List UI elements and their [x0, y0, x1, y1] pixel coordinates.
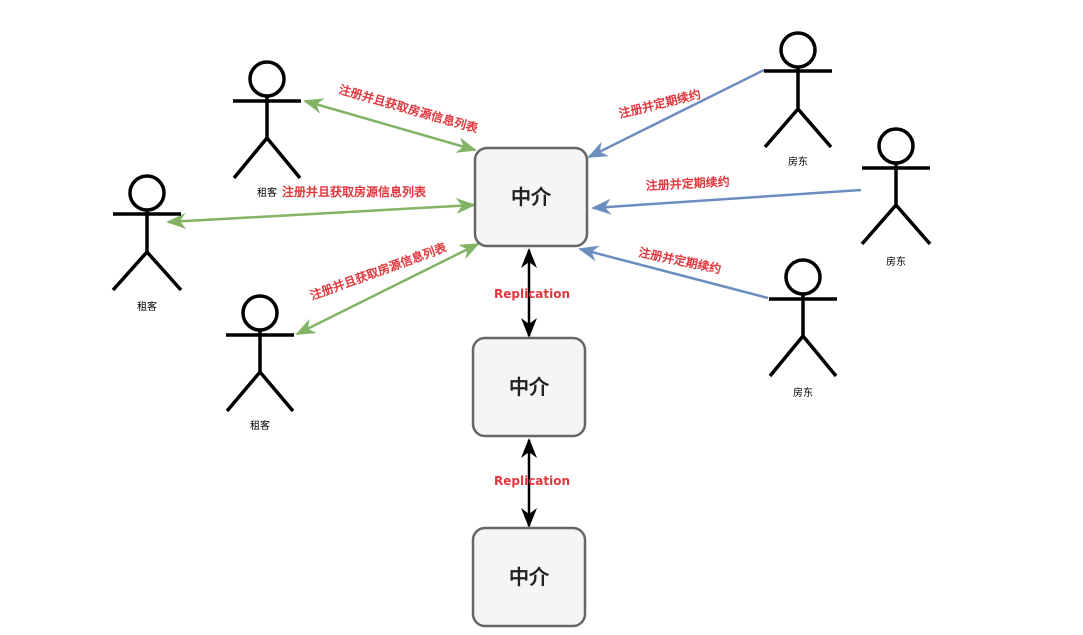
landlord-edge-1-label: 注册并定期续约 — [617, 86, 702, 121]
landlord-actor-1-label: 房东 — [788, 155, 808, 168]
agent-box-3-label: 中介 — [509, 565, 550, 589]
tenant-actor-3[interactable] — [225, 294, 295, 413]
replication-edge-2: Replication — [494, 438, 570, 528]
tenant-actor-2-head — [128, 174, 166, 212]
tenant-actor-2[interactable] — [111, 174, 183, 292]
landlord-actor-2-head — [877, 127, 915, 165]
landlord-actor-3-head — [784, 258, 822, 296]
landlord-actor-2-label: 房东 — [886, 255, 906, 268]
tenant-actor-3-label: 租客 — [250, 419, 270, 432]
tenant-actor-3-head — [241, 294, 279, 332]
tenant-edge-1-label: 注册并且获取房源信息列表 — [337, 81, 481, 135]
landlord-actor-3-label: 房东 — [793, 386, 813, 399]
landlord-edge-3-label: 注册并定期续约 — [637, 244, 722, 276]
landlord-actor-1-head — [779, 31, 817, 69]
agent-box-1[interactable]: 中介 — [473, 146, 589, 248]
landlord-edge-1: 注册并定期续约 — [587, 68, 765, 159]
landlord-actor-2[interactable] — [860, 127, 932, 246]
agent-box-2[interactable]: 中介 — [471, 336, 587, 438]
tenant-edge-1: 注册并且获取房源信息列表 — [303, 81, 481, 153]
tenant-edge-2-label: 注册并且获取房源信息列表 — [282, 184, 427, 199]
tenant-actor-1-label: 租客 — [257, 186, 277, 199]
agent-box-3[interactable]: 中介 — [471, 526, 587, 628]
agent-box-2-label: 中介 — [509, 375, 550, 399]
tenant-edge-3-line — [295, 242, 480, 336]
tenant-edge-3: 注册并且获取房源信息列表 — [295, 239, 480, 336]
tenant-actor-1[interactable] — [232, 60, 302, 180]
tenant-edge-2-line — [166, 198, 476, 229]
landlord-edge-2: 注册并定期续约 — [591, 174, 862, 215]
agent-box-3-rect[interactable] — [471, 526, 587, 628]
landlord-edge-2-label: 注册并定期续约 — [645, 174, 730, 193]
tenant-edge-2: 注册并且获取房源信息列表 — [166, 184, 476, 229]
replication-edge-1-label: Replication — [494, 287, 570, 301]
landlord-edge-3-line — [578, 245, 769, 300]
replication-edge-2-label: Replication — [494, 474, 570, 488]
agent-box-1-rect[interactable] — [473, 146, 589, 248]
landlord-edge-1-line — [587, 68, 765, 159]
tenant-actor-2-label: 租客 — [137, 300, 157, 313]
landlord-edge-2-line — [591, 188, 862, 215]
replication-edge-1: Replication — [494, 248, 570, 338]
tenant-edge-1-line — [303, 98, 477, 153]
landlord-actor-1[interactable] — [763, 31, 833, 149]
landlord-edge-3: 注册并定期续约 — [578, 244, 769, 300]
agent-box-2-rect[interactable] — [471, 336, 587, 438]
landlord-actor-3[interactable] — [768, 258, 838, 378]
agent-box-1-label: 中介 — [511, 185, 552, 209]
tenant-actor-1-head — [248, 60, 286, 98]
